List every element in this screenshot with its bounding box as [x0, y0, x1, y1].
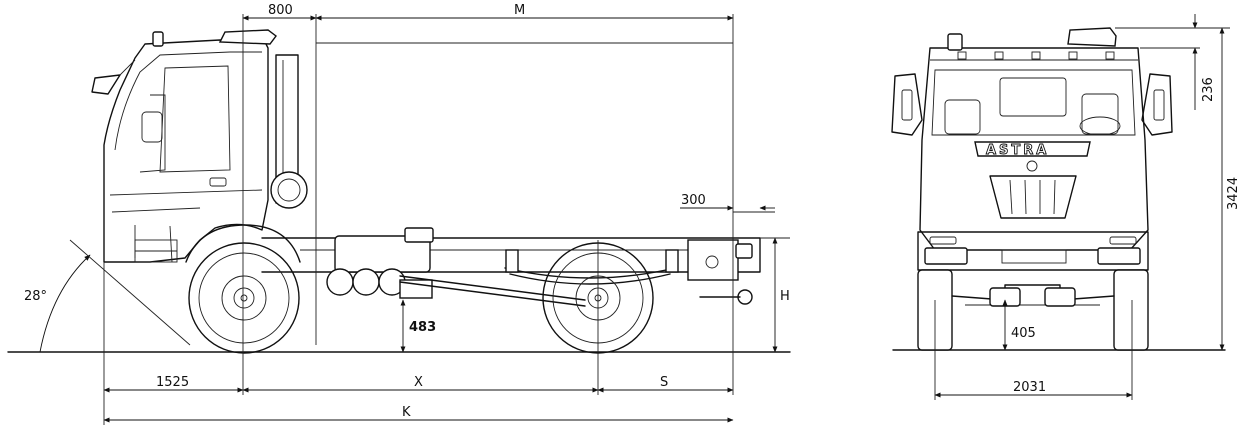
dim-ground-clearance: 483 [400, 299, 436, 353]
dim-h: H [772, 237, 790, 353]
dim-800-label: 800 [268, 3, 293, 18]
dim-236-label: 236 [1201, 77, 1216, 102]
dim-405-label: 405 [1011, 326, 1036, 341]
extension-lines-side [103, 14, 790, 425]
dim-s-label: S [660, 375, 668, 390]
dim-rear-frame-offset: 300 [680, 193, 775, 211]
dim-m: M [315, 3, 734, 21]
front-view: ASTRA 2 [891, 14, 1239, 400]
dim-483-label: 483 [409, 320, 436, 335]
dim-cab-overhang: 800 [242, 3, 317, 21]
brand-logo: ASTRA [986, 143, 1049, 158]
approach-angle-label: 28° [24, 289, 47, 304]
dim-axle-clearance: 405 [1002, 299, 1036, 351]
dim-overall-height: 3424 [1115, 27, 1239, 351]
roof-lights [957, 51, 1115, 60]
dim-m-label: M [514, 3, 525, 18]
chassis-frame [185, 224, 761, 307]
dim-3424-label: 3424 [1226, 177, 1239, 210]
dim-k-label: K [402, 405, 411, 420]
approach-angle-indicator: 28° [24, 239, 191, 353]
dim-2031-label: 2031 [1013, 380, 1046, 395]
dim-track-width: 2031 [934, 300, 1133, 400]
side-view: 28° 800 M 300 [7, 3, 791, 425]
grille [989, 175, 1077, 219]
dim-x-label: X [414, 375, 423, 390]
dim-1525-label: 1525 [156, 375, 189, 390]
dim-k: K [103, 405, 734, 423]
intake-stack [270, 54, 308, 209]
dim-h-label: H [780, 289, 790, 304]
dim-overhangs: 1525 X S [103, 375, 734, 393]
dim-300-label: 300 [681, 193, 706, 208]
right-front-tire [1113, 269, 1149, 351]
cab-side [91, 29, 277, 263]
front-axle [951, 284, 1115, 307]
front-wheel [188, 242, 300, 354]
